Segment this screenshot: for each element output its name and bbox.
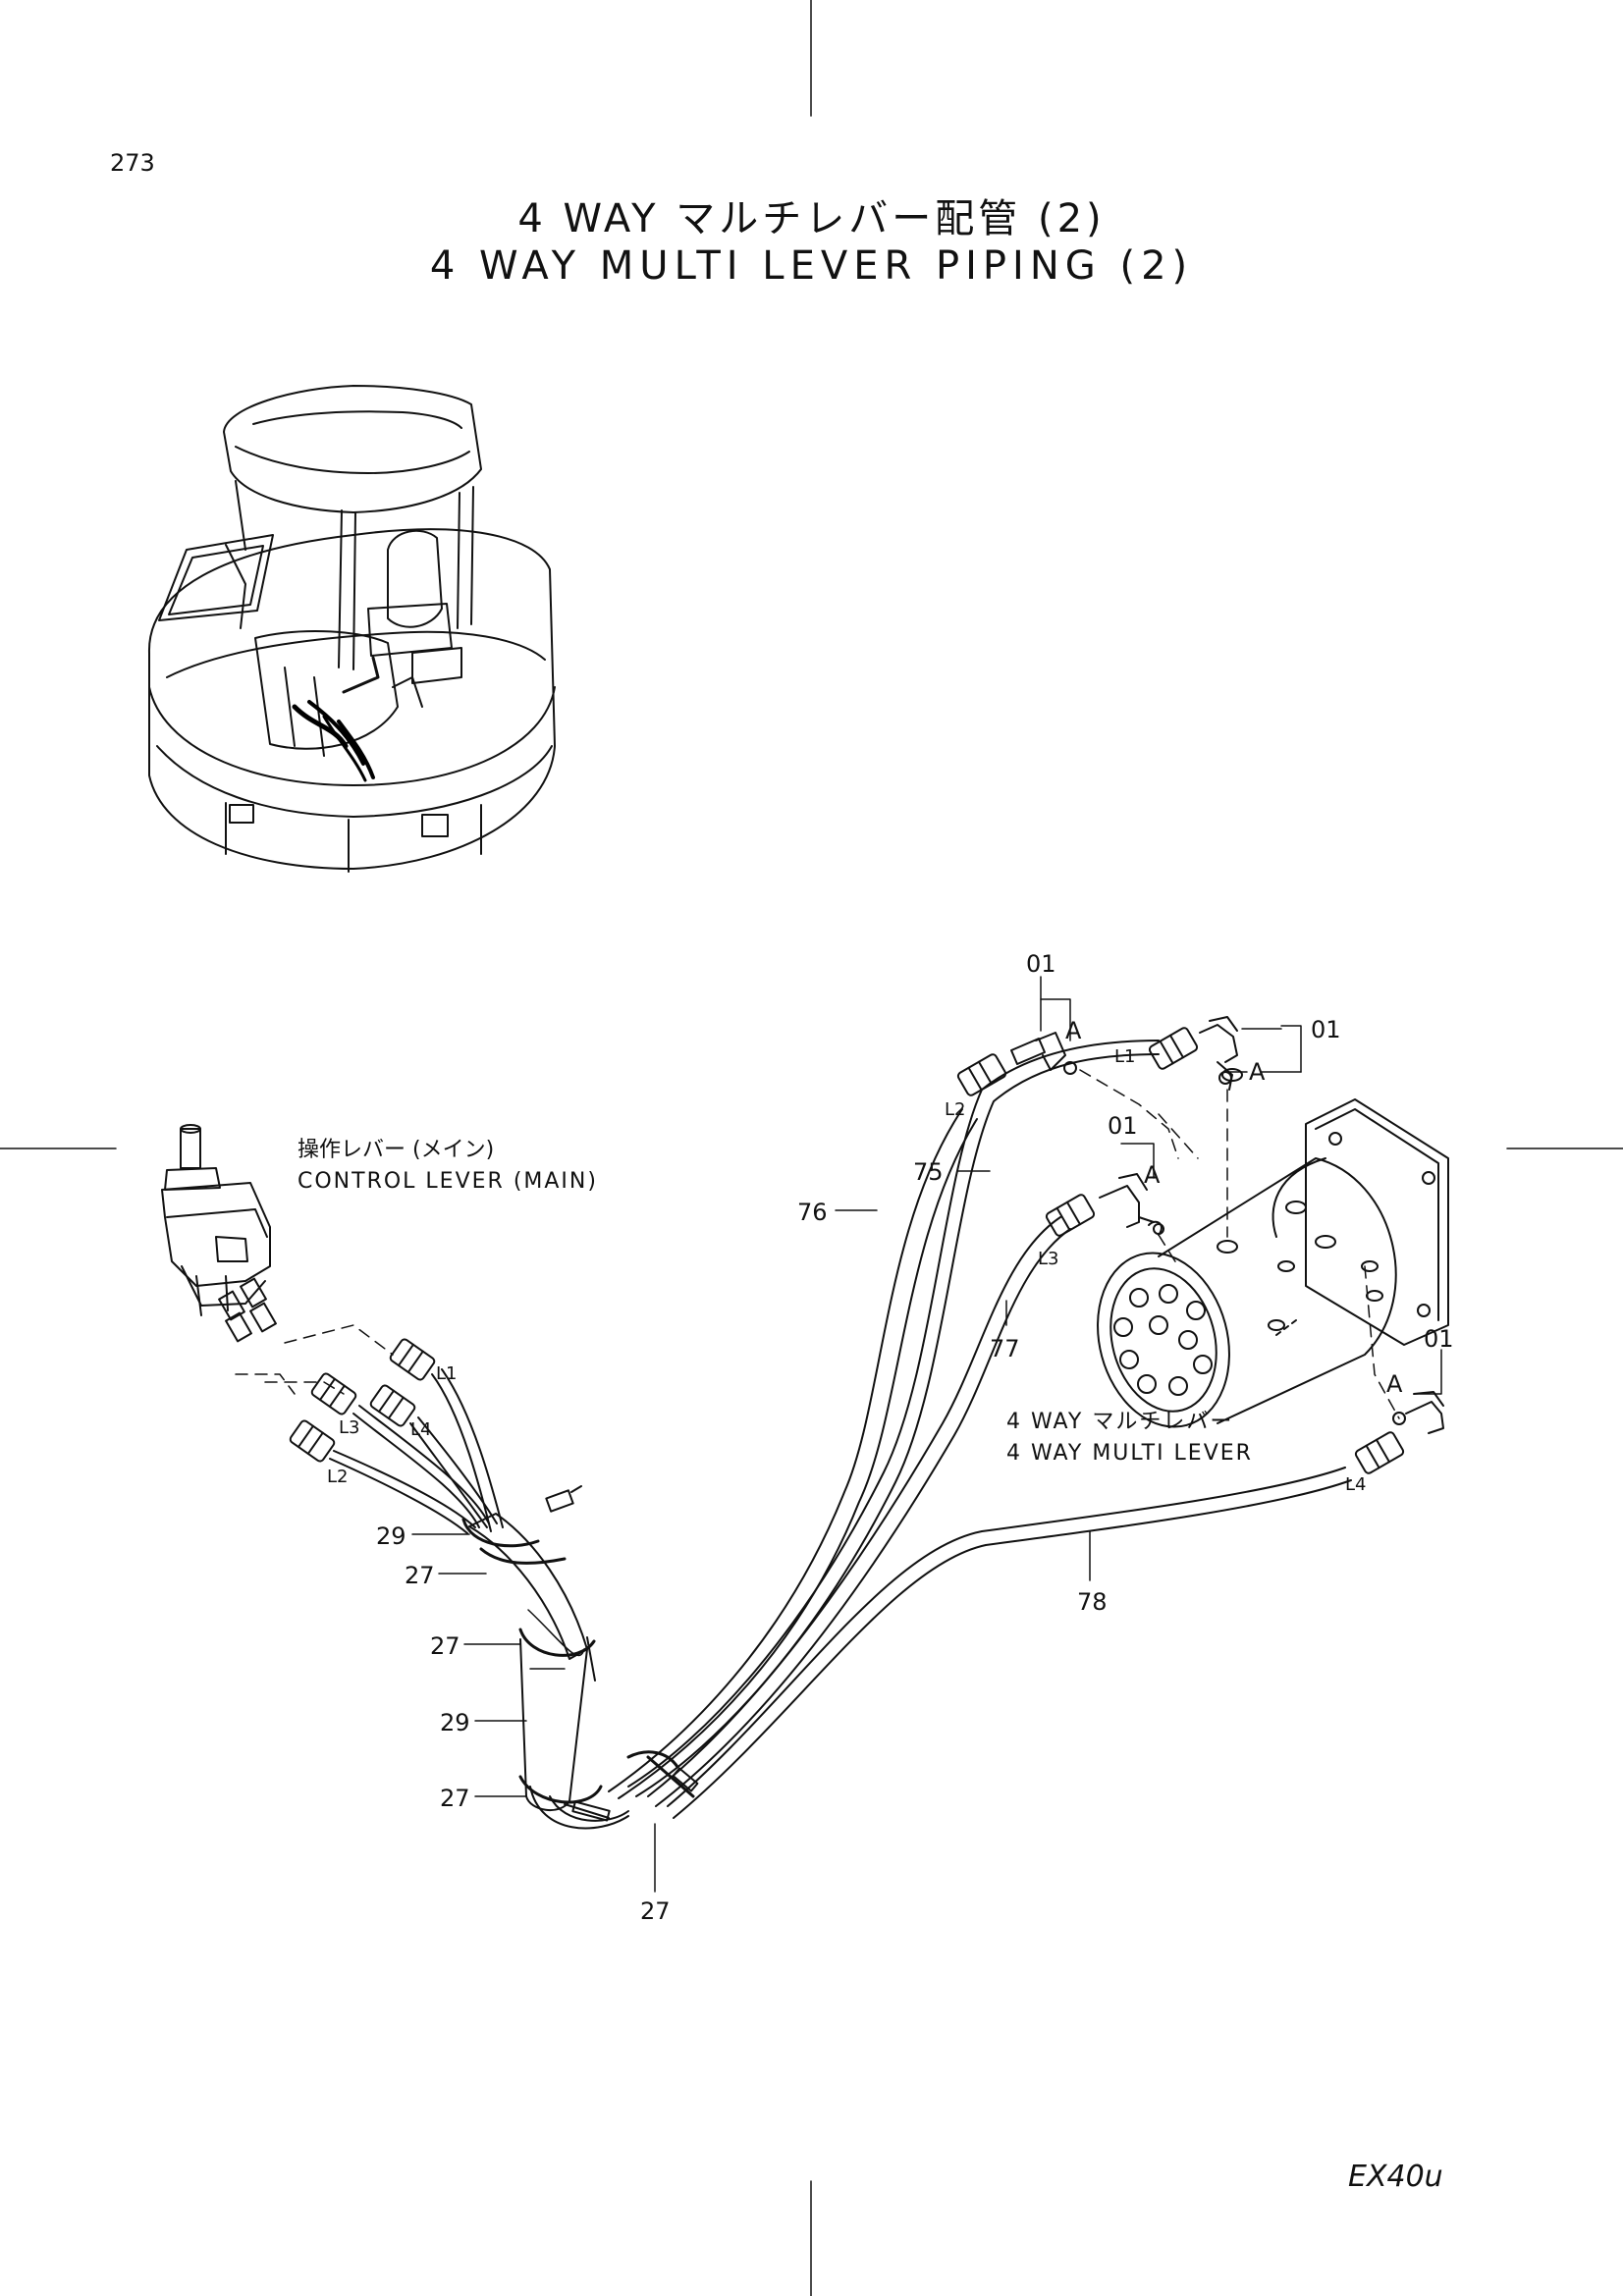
part-number-29: 29	[376, 1522, 406, 1550]
leader-lines	[411, 976, 1442, 1893]
callout-labels: 操作レバー (メイン) CONTROL LEVER (MAIN) 4 WAY マ…	[298, 1138, 1253, 1466]
port-label-l4: L4	[1345, 1474, 1366, 1495]
port-label-a: A	[1249, 1058, 1266, 1086]
part-number-78: 78	[1077, 1588, 1108, 1616]
port-label-l2: L2	[945, 1099, 965, 1120]
control-lever-label-en: CONTROL LEVER (MAIN)	[298, 1169, 598, 1194]
multi-lever-label-jp: 4 WAY マルチレバー	[1006, 1410, 1233, 1434]
part-number-77: 77	[990, 1335, 1020, 1362]
elbow-adapter	[1199, 1016, 1238, 1091]
multi-lever-label-en: 4 WAY MULTI LEVER	[1006, 1441, 1253, 1466]
page-number: 273	[110, 149, 155, 177]
port-label-a: A	[1065, 1017, 1082, 1044]
port-label-l2: L2	[327, 1467, 348, 1487]
part-number-75: 75	[913, 1158, 944, 1186]
port-label-l3: L3	[1038, 1249, 1058, 1269]
part-number-27: 27	[405, 1562, 435, 1589]
elbow-adapter	[1392, 1391, 1444, 1434]
model-code: EX40u	[1348, 2160, 1443, 2194]
port-label-a: A	[1386, 1370, 1403, 1398]
part-number-01: 01	[1026, 950, 1056, 978]
page-title-japanese: 4 WAY マルチレバー配管 (2)	[517, 196, 1106, 241]
part-number-29: 29	[440, 1709, 470, 1736]
port-label-l1: L1	[436, 1363, 457, 1384]
part-number-01: 01	[1424, 1325, 1454, 1353]
part-number-76: 76	[797, 1199, 828, 1226]
port-label-l3: L3	[339, 1417, 359, 1438]
control-lever-label-jp: 操作レバー (メイン)	[298, 1138, 494, 1162]
port-label-l4: L4	[410, 1419, 431, 1440]
control-lever-main	[161, 1124, 277, 1343]
part-number-01: 01	[1108, 1112, 1138, 1140]
excavator-illustration	[147, 385, 556, 873]
part-number-labels: 01 01 01 01 75 76 77 78 29 27 27 29 27 2…	[376, 950, 1454, 1925]
bolt-heads	[1113, 1284, 1213, 1396]
port-association-lines	[235, 1324, 394, 1395]
four-way-multi-lever	[1097, 1098, 1449, 1428]
port-label-l1: L1	[1114, 1046, 1135, 1067]
part-number-27: 27	[430, 1632, 460, 1660]
hose-fittings-lever-side	[289, 1338, 436, 1463]
port-label-a: A	[1144, 1161, 1161, 1189]
part-number-27: 27	[640, 1897, 671, 1925]
part-number-27: 27	[440, 1785, 470, 1812]
port-labels: L1 L3 L4 L2 L2 L1 L3 L4 A A A A	[327, 1017, 1403, 1495]
page-title-english: 4 WAY MULTI LEVER PIPING (2)	[429, 243, 1194, 289]
hose-bundle	[329, 1040, 1352, 1830]
part-number-01: 01	[1311, 1016, 1341, 1043]
elbow-adapter	[1010, 1032, 1077, 1075]
